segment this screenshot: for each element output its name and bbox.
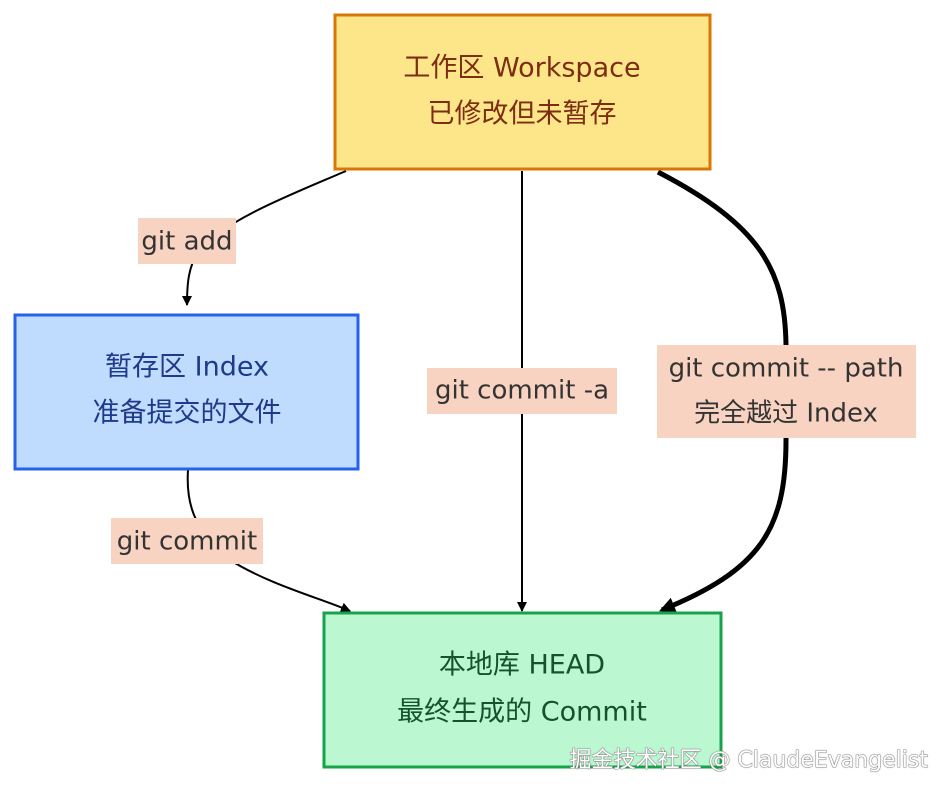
edge-label-git-commit: git commit [111, 518, 263, 564]
edge-label-git-commit-bg [111, 518, 263, 564]
node-head: 本地库 HEAD 最终生成的 Commit [322, 611, 723, 769]
edge-label-git-commit-a-bg [427, 368, 617, 414]
edge-label-git-commit-a-text: git commit -a [435, 376, 609, 406]
edge-label-git-commit-path-line1: git commit -- path [669, 354, 904, 384]
edge-label-git-commit-path-bg [657, 345, 916, 438]
node-index: 暂存区 Index 准备提交的文件 [13, 313, 360, 471]
node-workspace: 工作区 Workspace 已修改但未暂存 [333, 13, 712, 171]
edge-label-git-add-text: git add [141, 227, 232, 257]
edge-label-git-add-bg [138, 218, 236, 264]
node-head-subtitle: 最终生成的 Commit [397, 697, 647, 728]
node-index-title: 暂存区 Index [105, 352, 269, 383]
watermark: 掘金技术社区 @ ClaudeEvangelist [569, 748, 929, 774]
node-workspace-box [333, 13, 712, 171]
node-workspace-title: 工作区 Workspace [403, 53, 640, 84]
node-index-subtitle: 准备提交的文件 [93, 398, 282, 429]
edge-label-git-add: git add [138, 218, 236, 264]
edge-label-git-commit-path-line2: 完全越过 Index [694, 399, 878, 429]
node-head-box [322, 611, 723, 769]
edge-label-git-commit-text: git commit [117, 527, 257, 557]
node-index-box [13, 313, 360, 471]
node-workspace-subtitle: 已修改但未暂存 [428, 99, 617, 130]
edge-label-git-commit-a: git commit -a [427, 368, 617, 414]
node-head-title: 本地库 HEAD [439, 650, 605, 681]
edge-label-git-commit-path: git commit -- path 完全越过 Index [657, 345, 916, 438]
